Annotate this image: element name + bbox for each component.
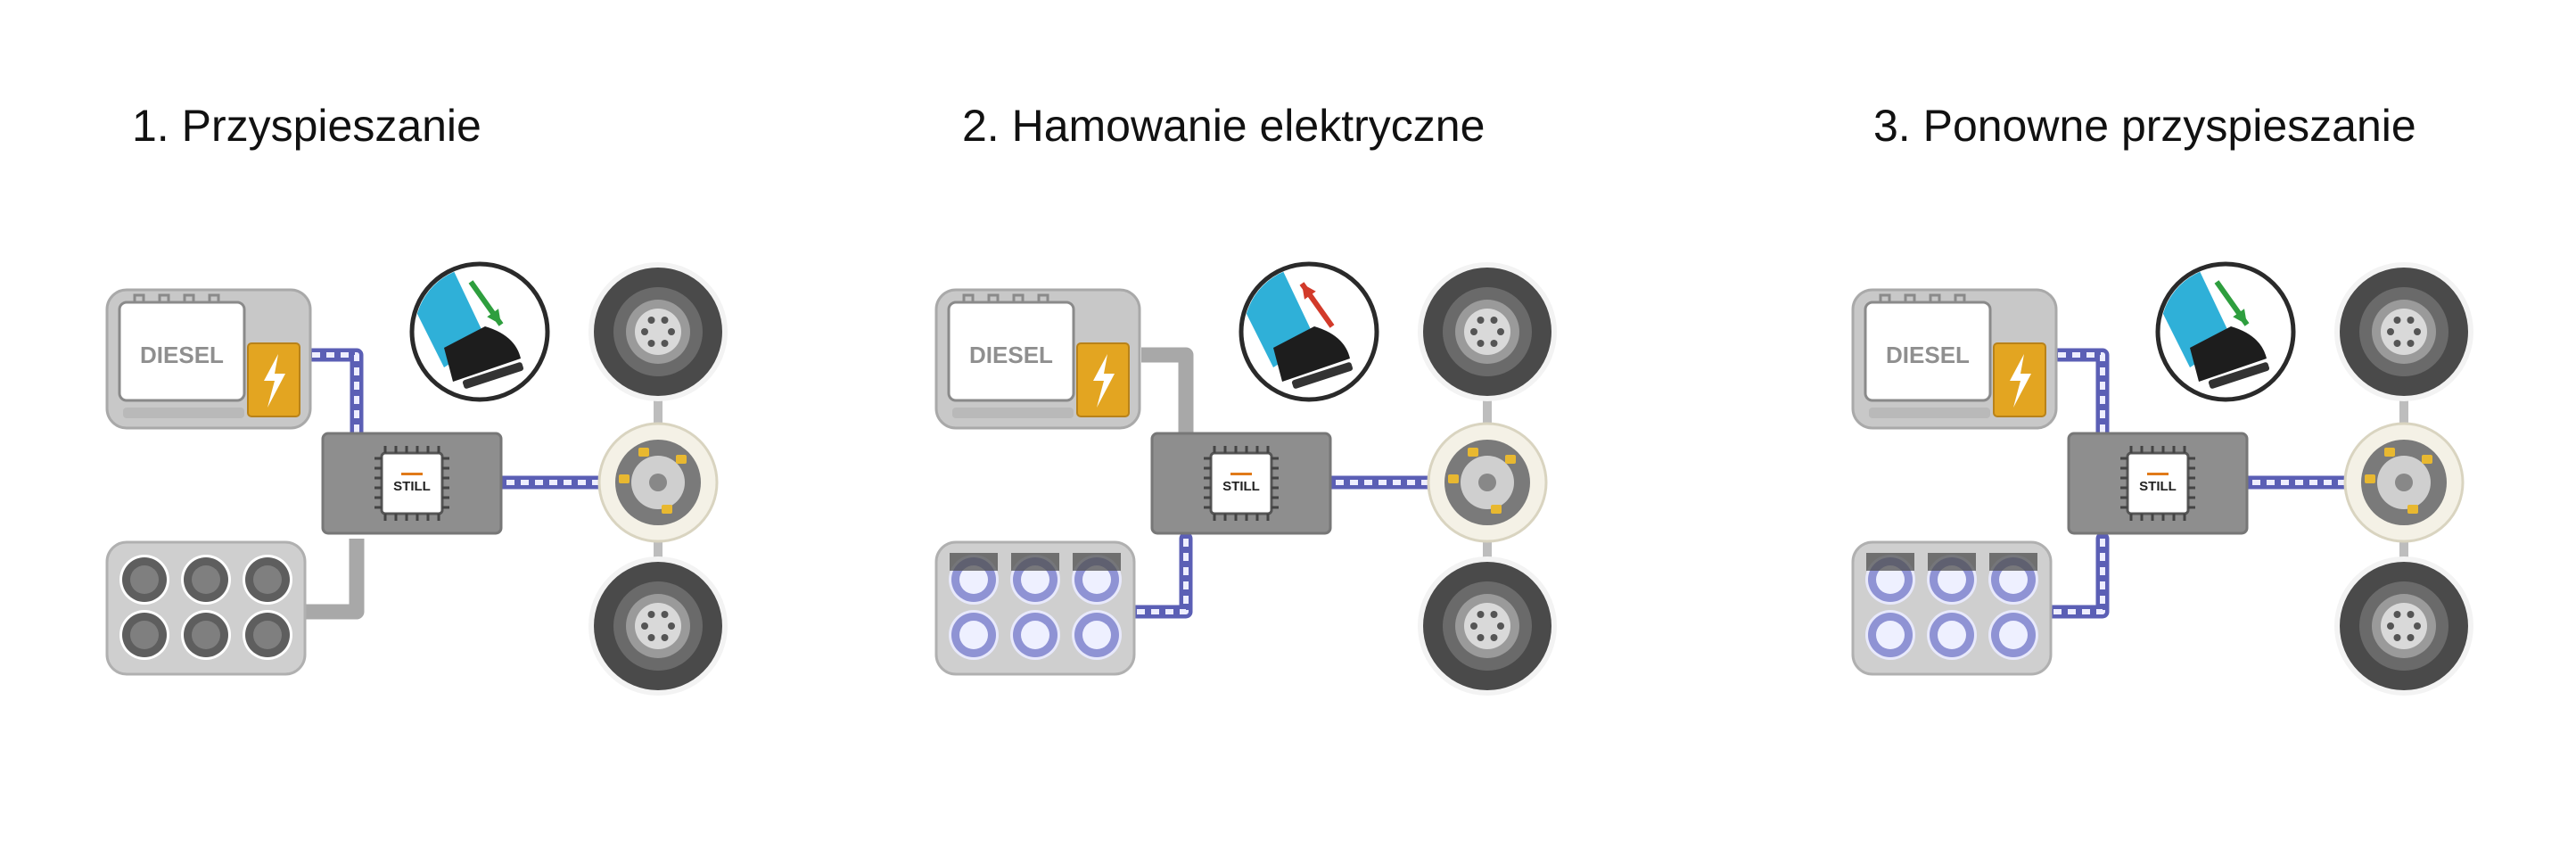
diesel-generator-icon: DIESEL [1851,288,2058,430]
energy-link-chain [312,352,359,435]
wheel-icon [1418,262,1557,401]
diesel-generator-icon: DIESEL [105,288,312,430]
wheel-icon [588,556,728,696]
pedal-plate [2208,362,2270,389]
wheel-icon [588,262,728,401]
diesel-generator-icon: DIESEL [934,288,1141,430]
pedal-plate [462,362,524,389]
still-logo-text: STILL [393,479,431,494]
shoe-icon [2190,326,2267,382]
energy-link [305,348,364,442]
battery-cells-icon [1851,540,2053,676]
controller-chip-icon: STILL [1150,432,1332,535]
inactive-link [1141,347,1194,435]
motor-icon [1427,422,1548,543]
arrow-head [487,309,501,325]
pedal-press-icon [2155,261,2296,402]
panel-3: DIESEL STILL [1851,261,2473,696]
shoe-icon [1273,326,1350,382]
inactive-link [292,539,365,620]
panel-title-reacceleration: 3. Ponowne przyspieszanie [1873,101,2416,151]
pedal-release-icon [1239,261,1379,402]
controller-chip-icon: STILL [2067,432,2249,535]
arrow-head [2233,309,2247,325]
panel-1: DIESEL STILL [105,261,728,696]
diesel-label: DIESEL [969,342,1053,368]
panel-title-electric-braking: 2. Hamowanie elektryczne [962,101,1486,151]
wheel-icon [2334,556,2473,696]
energy-link [2051,348,2110,442]
battery-cells-icon [105,540,307,676]
controller-chip-icon: STILL [321,432,503,535]
still-logo-text: STILL [1222,479,1260,494]
pedal-press-icon [409,261,550,402]
wheel-icon [2334,262,2473,401]
diesel-label: DIESEL [1886,342,1970,368]
motor-icon [2343,422,2465,543]
energy-link-chain [2038,539,2105,614]
lightning-icon [264,354,285,408]
energy-link-chain [2058,352,2105,435]
energy-link-chain [1122,539,1189,614]
arrow-head [1302,284,1316,300]
battery-cells-icon [934,540,1136,676]
diesel-label: DIESEL [140,342,224,368]
still-logo-text: STILL [2139,479,2177,494]
shoe-icon [444,326,521,382]
panel-2: DIESEL STILL [934,261,1557,696]
panel-title-acceleration: 1. Przyspieszanie [132,101,481,151]
motor-icon [597,422,719,543]
wheel-icon [1418,556,1557,696]
pedal-plate [1291,362,1354,389]
lightning-icon [1093,354,1115,408]
lightning-icon [2010,354,2031,408]
